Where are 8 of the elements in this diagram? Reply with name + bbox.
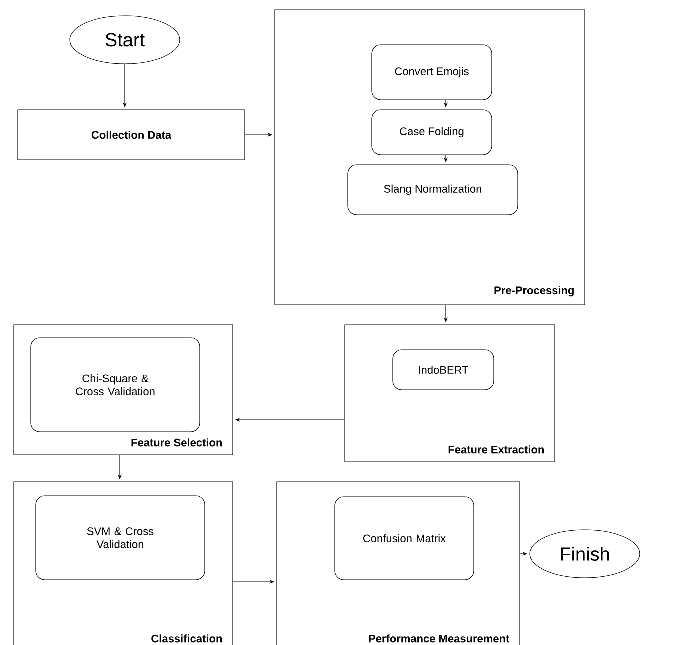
step-box: Chi-Square & Cross Validation [30,338,200,432]
step-box: IndoBERT [392,350,494,390]
step-box: Slang Normalization [348,164,518,216]
process-box: Collection Data [18,110,246,160]
step-box: SVM & Cross Validation [36,496,206,580]
step-box: Confusion Matrix [334,496,474,580]
step-box: Convert Emojis [372,44,492,100]
step-box: Case Folding [372,110,492,156]
